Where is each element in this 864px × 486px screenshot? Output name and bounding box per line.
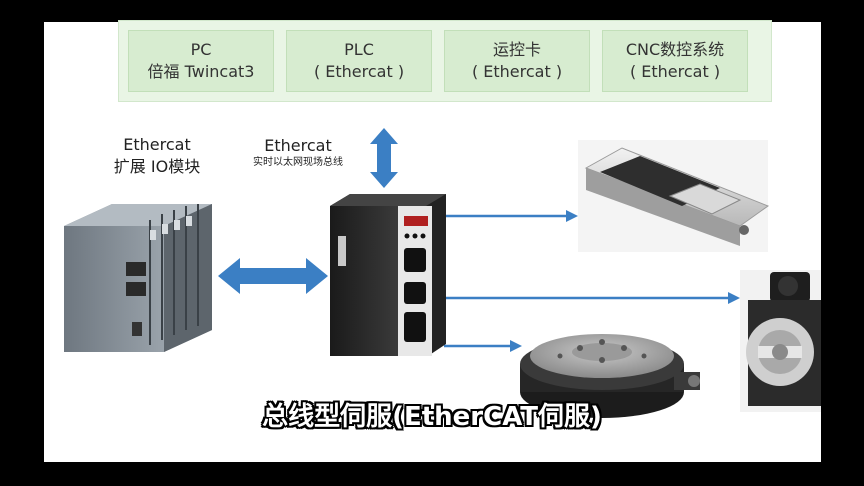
output-arrow-linear-stage [444,210,578,222]
leftright-arrow-icon [218,258,328,294]
servo-motor-image [740,270,821,412]
updown-arrow-icon [370,128,398,188]
bus-label-line2: 实时以太网现场总线 [253,157,343,168]
controller-pc-subtitle: 倍福 Twincat3 [147,62,255,81]
io-module-label: Ethercat 扩展 IO模块 [92,134,222,178]
controller-card-cnc: CNC数控系统 ( Ethercat ) [602,30,748,92]
controller-motion-subtitle: ( Ethercat ) [471,62,563,81]
servo-drive-image [330,194,446,356]
bus-label: Ethercat 实时以太网现场总线 [238,136,358,170]
io-module-label-line1: Ethercat [123,135,191,154]
controller-plc-subtitle: ( Ethercat ) [313,62,405,81]
output-arrow-rotary-table [444,340,522,352]
video-subtitle: 总线型伺服(EtherCAT伺服) [262,402,602,432]
controller-motion-title: 运控卡 [492,40,541,59]
io-module-label-line2: 扩展 IO模块 [113,157,201,176]
output-arrow-servo-motor [444,292,740,304]
controller-pc-title: PC [190,40,212,59]
bus-label-line1: Ethercat [264,136,332,155]
rotary-table-image [520,334,700,418]
linear-stage-image [578,140,770,252]
controller-cnc-title: CNC数控系统 [625,40,725,59]
controller-plc-title: PLC [344,40,374,59]
controller-card-plc: PLC ( Ethercat ) [286,30,432,92]
controller-cnc-subtitle: ( Ethercat ) [629,62,721,81]
io-module-image [64,204,212,352]
controller-card-pc: PC 倍福 Twincat3 [128,30,274,92]
controller-card-motion-card: 运控卡 ( Ethercat ) [444,30,590,92]
